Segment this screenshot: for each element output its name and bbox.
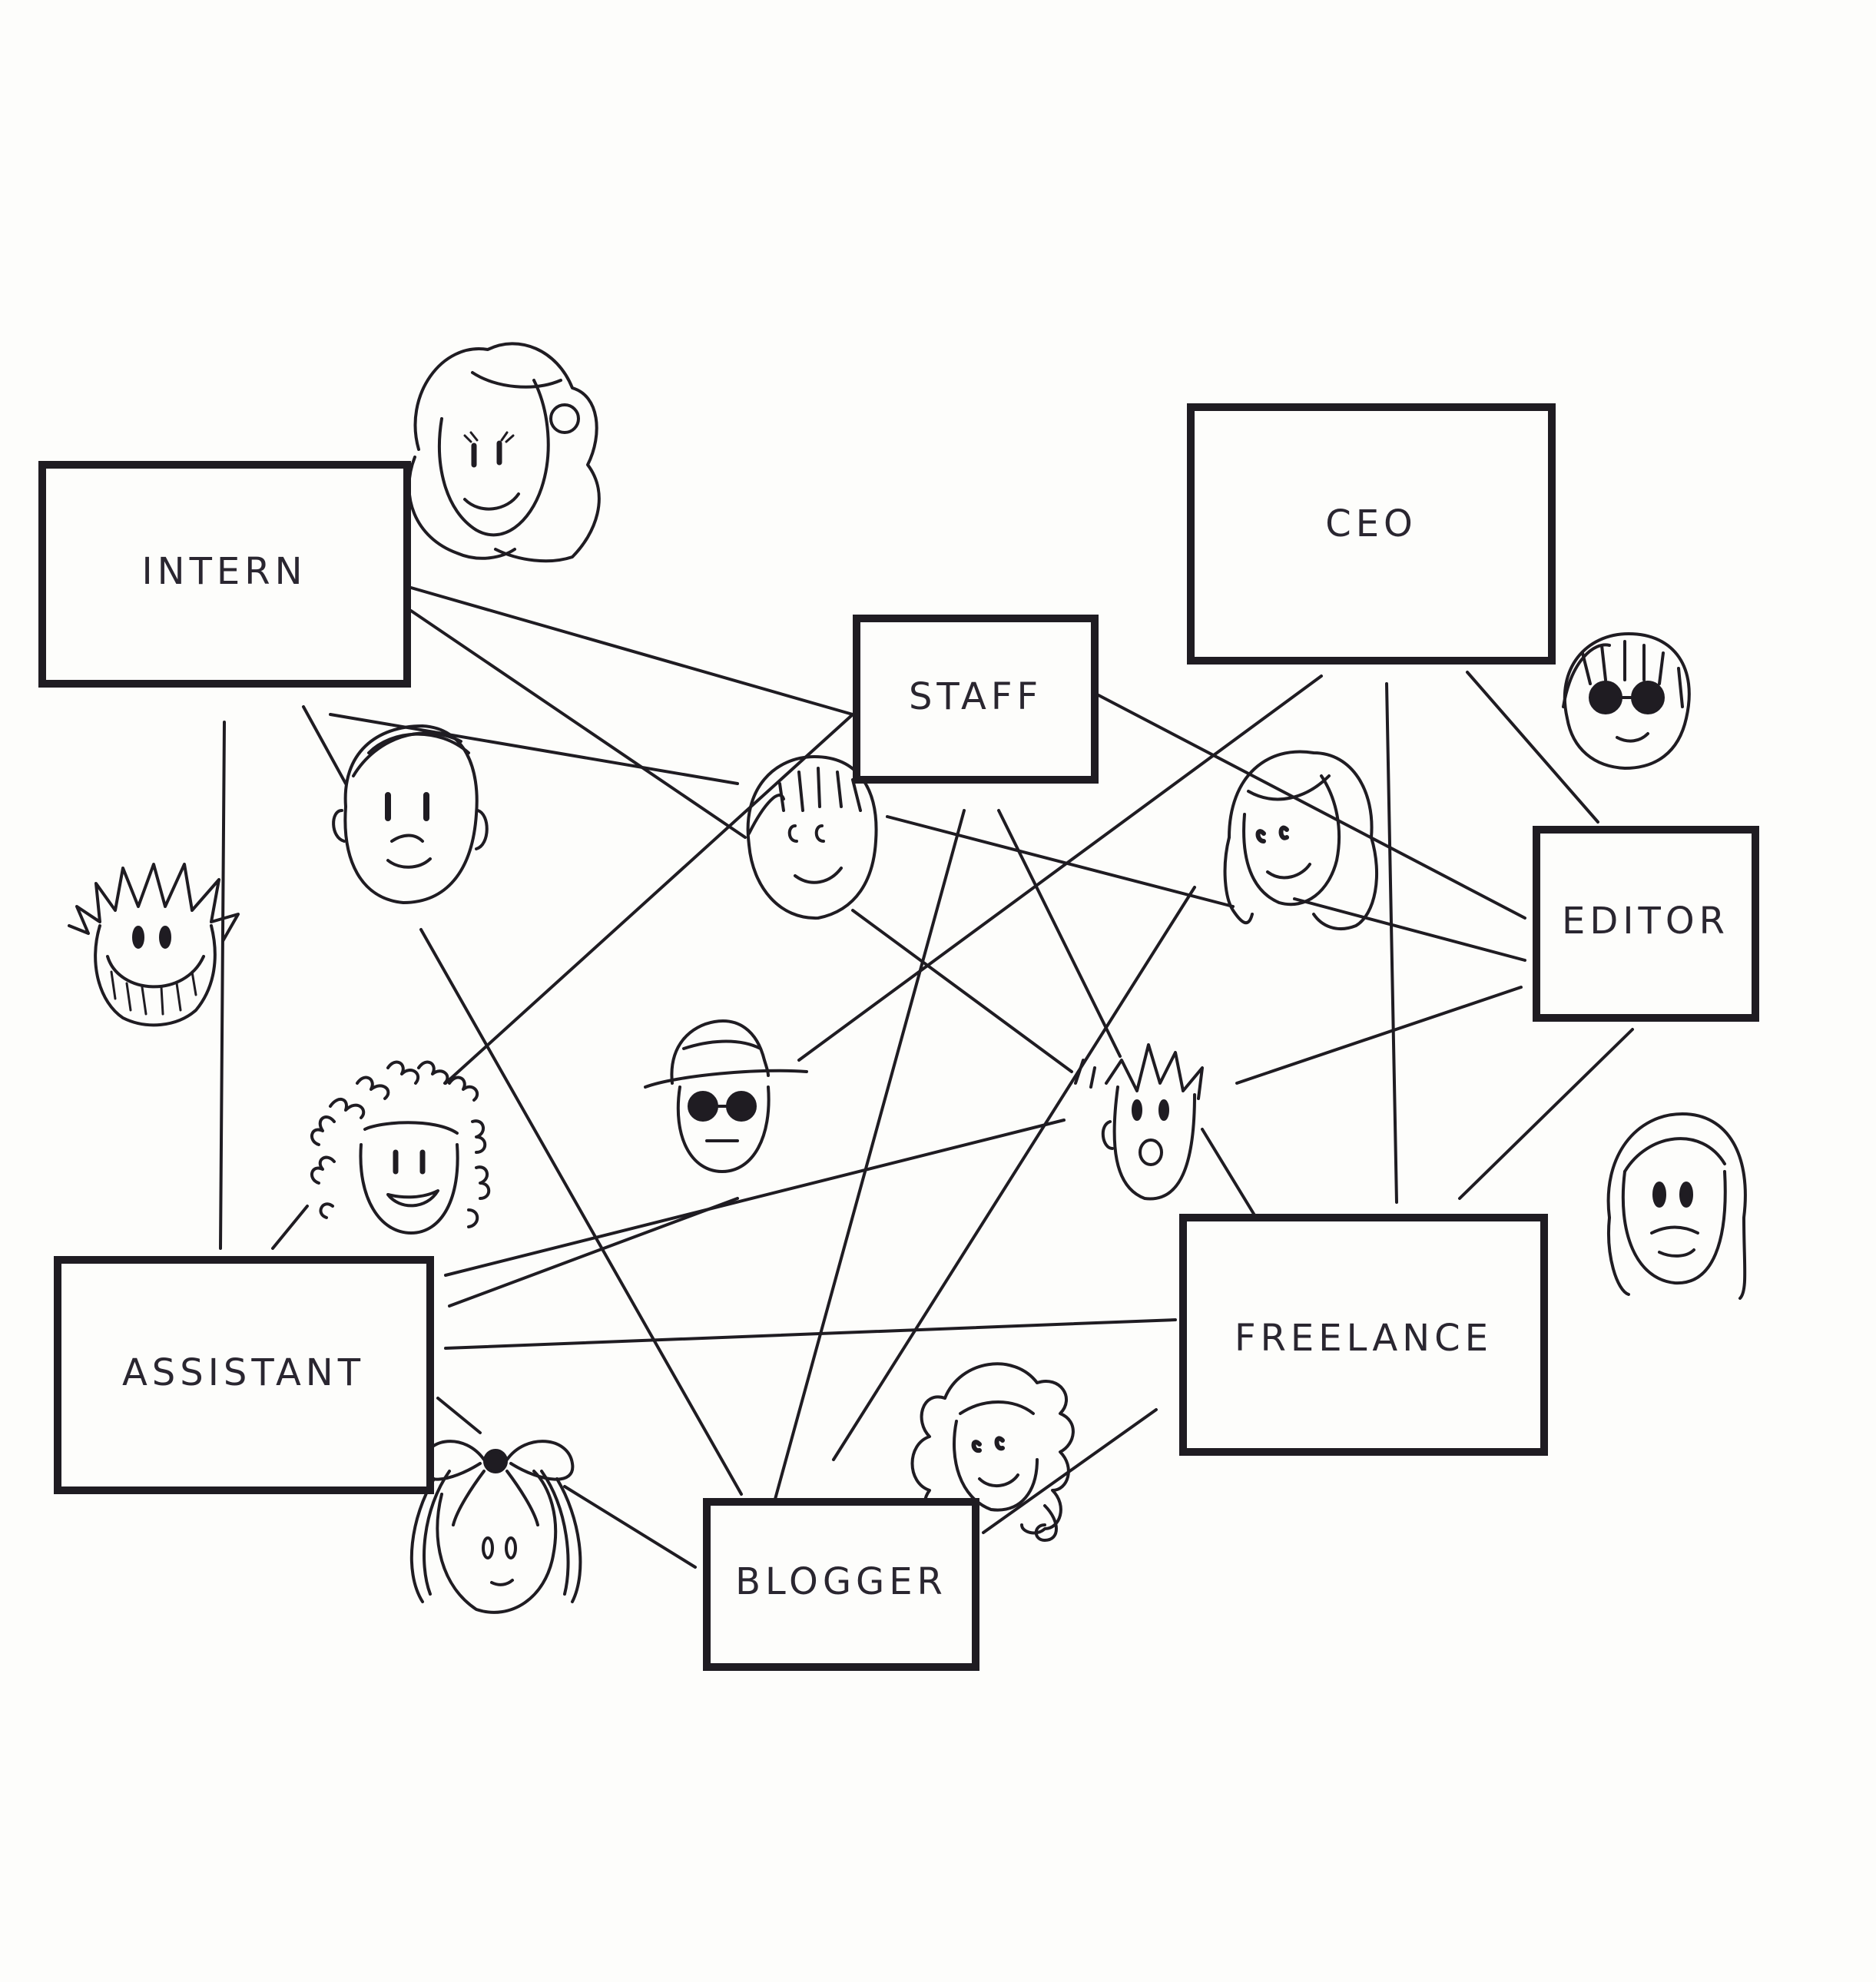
connection-line [773, 809, 966, 1503]
staff-node: STAFF [853, 615, 1099, 784]
ceo-node: CEO [1187, 403, 1556, 665]
straight-hair-mustache-man-icon [1606, 1112, 1747, 1300]
assistant-label: ASSISTANT [122, 1351, 365, 1394]
connection-line [409, 586, 854, 716]
hat-sunglasses-man-icon [644, 1019, 808, 1173]
connection-line [409, 609, 747, 839]
connection-line [1458, 1028, 1634, 1200]
connection-lines [219, 586, 1634, 1569]
connection-line [832, 886, 1196, 1461]
connection-line [1235, 986, 1523, 1085]
connection-line [886, 815, 1235, 908]
connection-line [419, 928, 743, 1496]
bangs-woman-icon [746, 755, 878, 920]
connection-line [444, 713, 854, 1085]
editor-label: EDITOR [1562, 900, 1729, 943]
connection-line [444, 1318, 1177, 1350]
connection-line [1385, 682, 1398, 1204]
connection-line [1201, 1128, 1258, 1219]
connection-line [851, 909, 1073, 1073]
intern-node: INTERN [38, 461, 411, 688]
staff-label: STAFF [909, 675, 1042, 718]
balding-man-icon [332, 724, 489, 904]
sunglasses-bob-woman-icon [1562, 632, 1691, 770]
connection-line [1293, 897, 1526, 962]
spiky-hair-bearded-man-icon [68, 863, 240, 1027]
long-hair-woman-icon [1223, 750, 1379, 930]
curly-blonde-woman-icon [910, 1362, 1075, 1542]
connection-line [563, 1485, 697, 1569]
connection-line [302, 705, 347, 785]
connection-line [436, 1397, 482, 1434]
spiky-hair-man-icon [1074, 1043, 1204, 1201]
blogger-node: BLOGGER [703, 1498, 979, 1671]
connection-line [271, 1205, 309, 1250]
blogger-label: BLOGGER [735, 1560, 947, 1603]
curly-hair-woman-icon [310, 1060, 491, 1235]
assistant-node: ASSISTANT [54, 1256, 434, 1494]
connection-line [997, 809, 1122, 1058]
freelance-node: FREELANCE [1179, 1214, 1548, 1456]
connection-line [448, 1197, 739, 1308]
connection-line [219, 721, 226, 1250]
bow-girl-icon [409, 1440, 582, 1614]
connection-line [444, 1119, 1066, 1277]
wavy-hair-woman-icon [407, 342, 601, 563]
connection-line [1097, 694, 1526, 920]
connection-line [1466, 671, 1599, 824]
connection-line [797, 674, 1323, 1062]
freelance-label: FREELANCE [1235, 1317, 1493, 1360]
intern-label: INTERN [142, 550, 307, 593]
connection-line [329, 713, 739, 785]
ceo-label: CEO [1325, 502, 1417, 545]
editor-node: EDITOR [1533, 826, 1759, 1022]
